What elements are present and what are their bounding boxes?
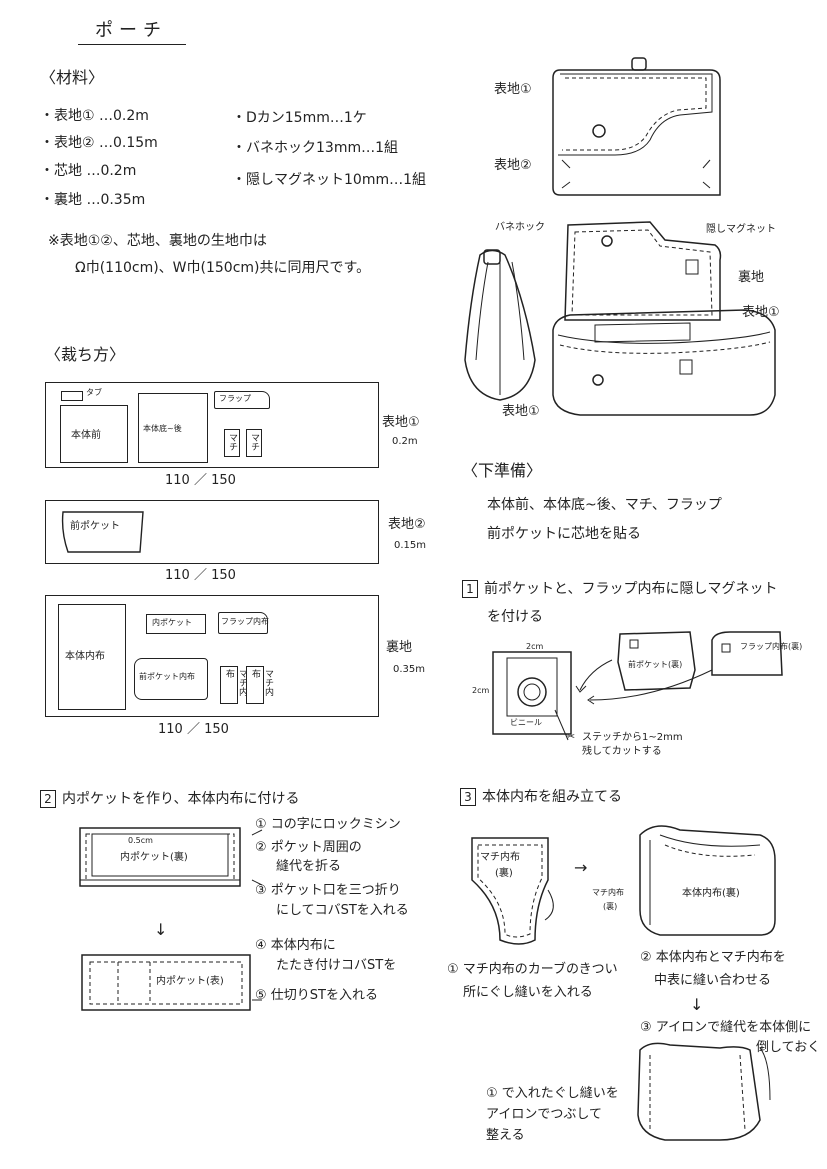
step3-note: 整える [486, 1128, 525, 1144]
step3-note: ① で入れたぐし縫いを [486, 1086, 619, 1102]
arrow-right-icon: → [574, 858, 587, 878]
step3-note: ③ アイロンで縫代を本体側に [640, 1020, 811, 1036]
step3-note: ② 本体内布とマチ内布を [640, 950, 786, 966]
gusset-lining-label: マチ内布 [592, 888, 624, 898]
step3-note: 所にぐし縫いを入れる [463, 985, 593, 1001]
step3-note: ① マチ内布のカーブのきつい [447, 962, 618, 978]
arrow-down-icon: ↓ [690, 995, 703, 1015]
gusset-lining-label: マチ内布 [480, 852, 520, 865]
step3-note: アイロンでつぶして [486, 1107, 602, 1123]
gusset-back-label: (裏) [495, 868, 513, 881]
gusset-back-label: (裏) [603, 902, 617, 912]
body-lining-label: 本体内布(裏) [682, 888, 740, 901]
step3-note: 中表に縫い合わせる [654, 973, 771, 989]
step3-note: 倒しておく [756, 1040, 820, 1056]
